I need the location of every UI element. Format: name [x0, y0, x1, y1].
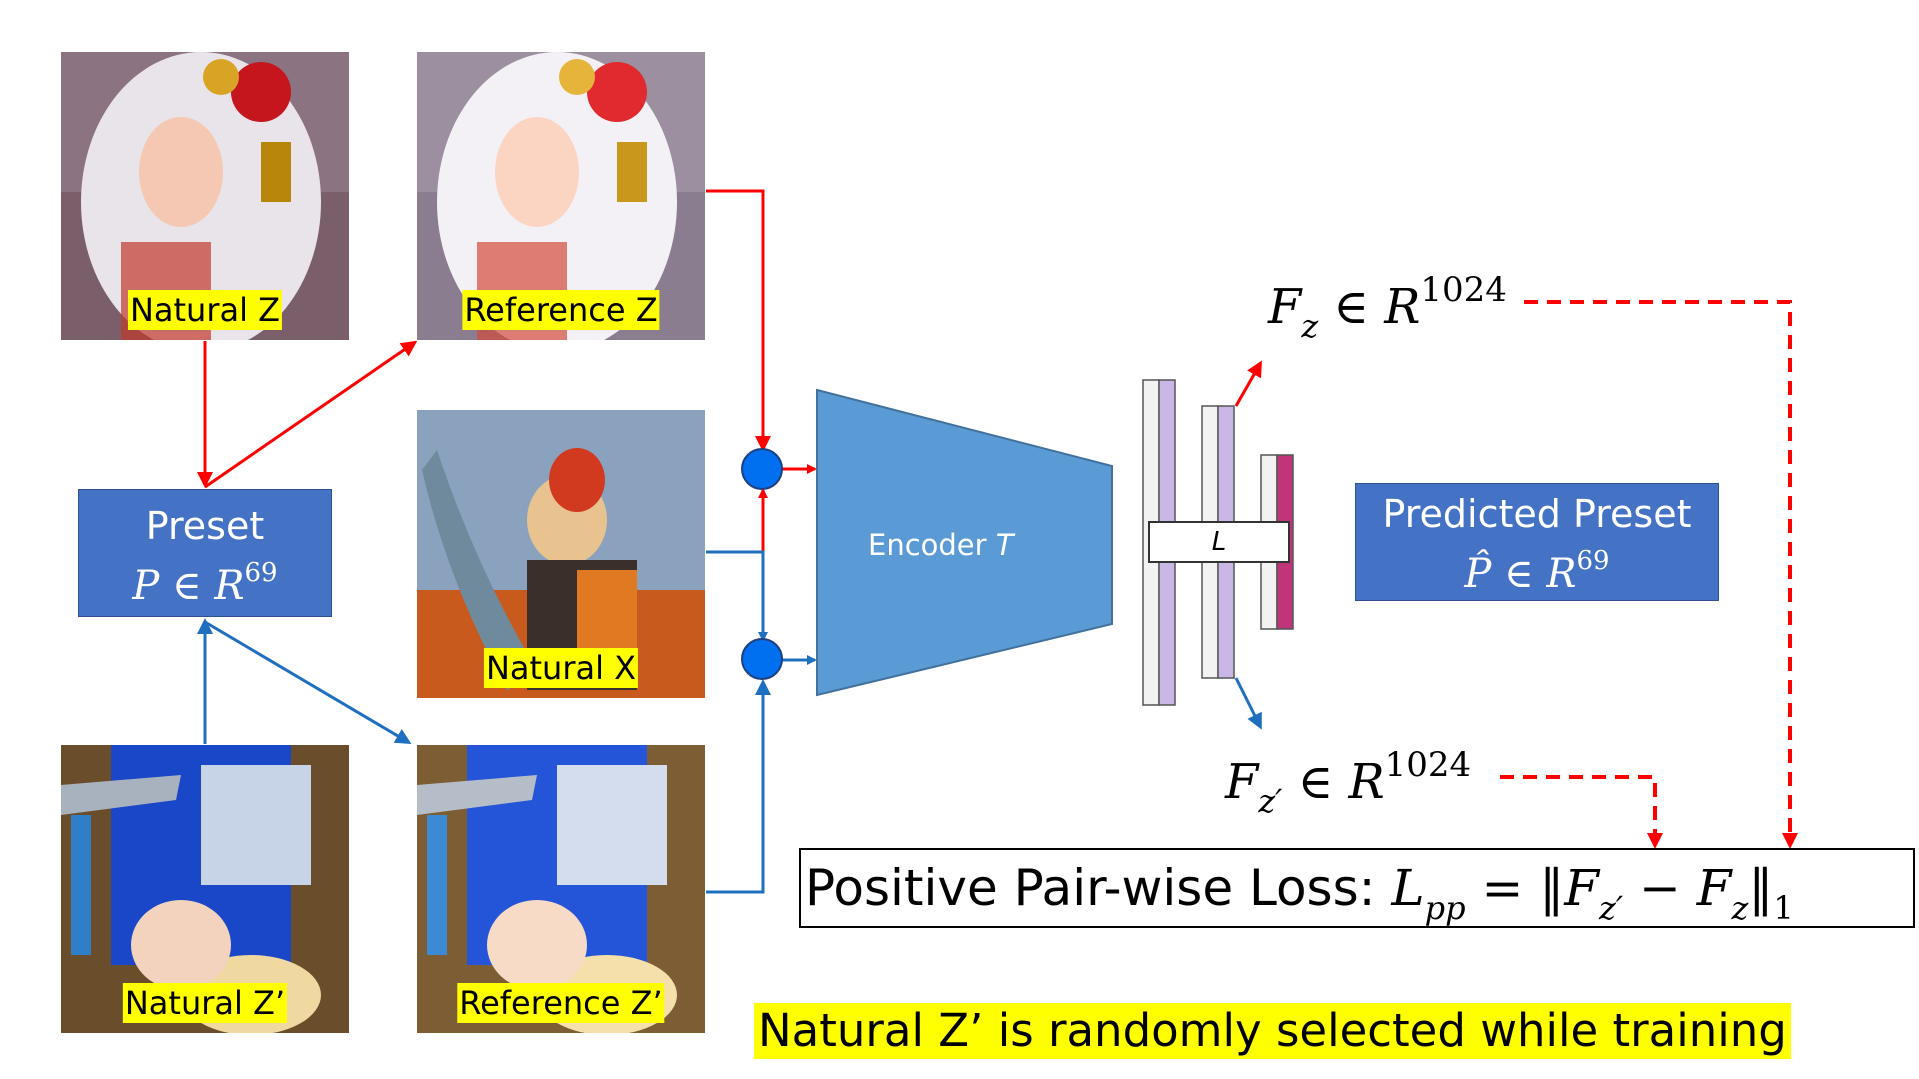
predicted-preset-box: Predicted Preset P̂ ∈ R69: [1355, 483, 1719, 601]
layer-l-box: L: [1148, 521, 1290, 563]
arrow-feature-fzprime: [1234, 677, 1262, 730]
label-natural-z-prime: Natural Z’: [122, 983, 288, 1023]
arrow-referencezprime-to-joiner-bottom: [706, 679, 771, 894]
label-natural-z: Natural Z: [127, 290, 283, 330]
preset-title: Preset: [145, 504, 265, 548]
loss-box: Positive Pair-wise Loss: Lpp = ‖Fz′ − Fz…: [799, 848, 1915, 928]
preset-formula: P ∈ R69: [132, 558, 278, 609]
dashed-fz-to-loss: [1524, 300, 1798, 849]
encoder-shape: [816, 388, 1113, 697]
encoder-label: Encoder T: [868, 528, 1014, 562]
predicted-preset-formula: P̂ ∈ R69: [1464, 546, 1610, 597]
arrow-referencez-to-joiner-top: [706, 189, 771, 452]
arrow-naturalx-to-joiner-bottom: [706, 550, 768, 642]
photo-reference-z: Reference Z: [417, 52, 705, 340]
arrow-preset-to-referencezprime: [204, 620, 412, 745]
predicted-preset-title: Predicted Preset: [1382, 492, 1692, 536]
joiner-circle-bottom: [741, 638, 783, 680]
loss-equation: Lpp = ‖Fz′ − Fz‖1: [1391, 859, 1794, 927]
cosplay-photo-horned-mask: [417, 410, 705, 698]
joiner-circle-top: [741, 448, 783, 490]
photo-reference-z-prime: Reference Z’: [417, 745, 705, 1033]
feature-fz-label: Fz ∈ R1024: [1268, 270, 1507, 345]
preset-box: Preset P ∈ R69: [78, 489, 332, 617]
label-reference-z-prime: Reference Z’: [457, 983, 665, 1023]
feature-fzprime-label: Fz′ ∈ R1024: [1225, 745, 1472, 820]
arrow-feature-fz: [1234, 360, 1262, 407]
dashed-fzprime-to-loss: [1500, 775, 1663, 849]
photo-natural-x: Natural X: [417, 410, 705, 698]
photo-natural-z-prime: Natural Z’: [61, 745, 349, 1033]
footnote: Natural Z’ is randomly selected while tr…: [754, 1003, 1791, 1059]
loss-text: Positive Pair-wise Loss:: [805, 859, 1392, 917]
label-natural-x: Natural X: [483, 648, 639, 688]
photo-natural-z: Natural Z: [61, 52, 349, 340]
label-reference-z: Reference Z: [462, 290, 660, 330]
cosplay-photo-red-hair: [61, 52, 349, 340]
arrow-preset-to-referencez: [204, 340, 418, 489]
